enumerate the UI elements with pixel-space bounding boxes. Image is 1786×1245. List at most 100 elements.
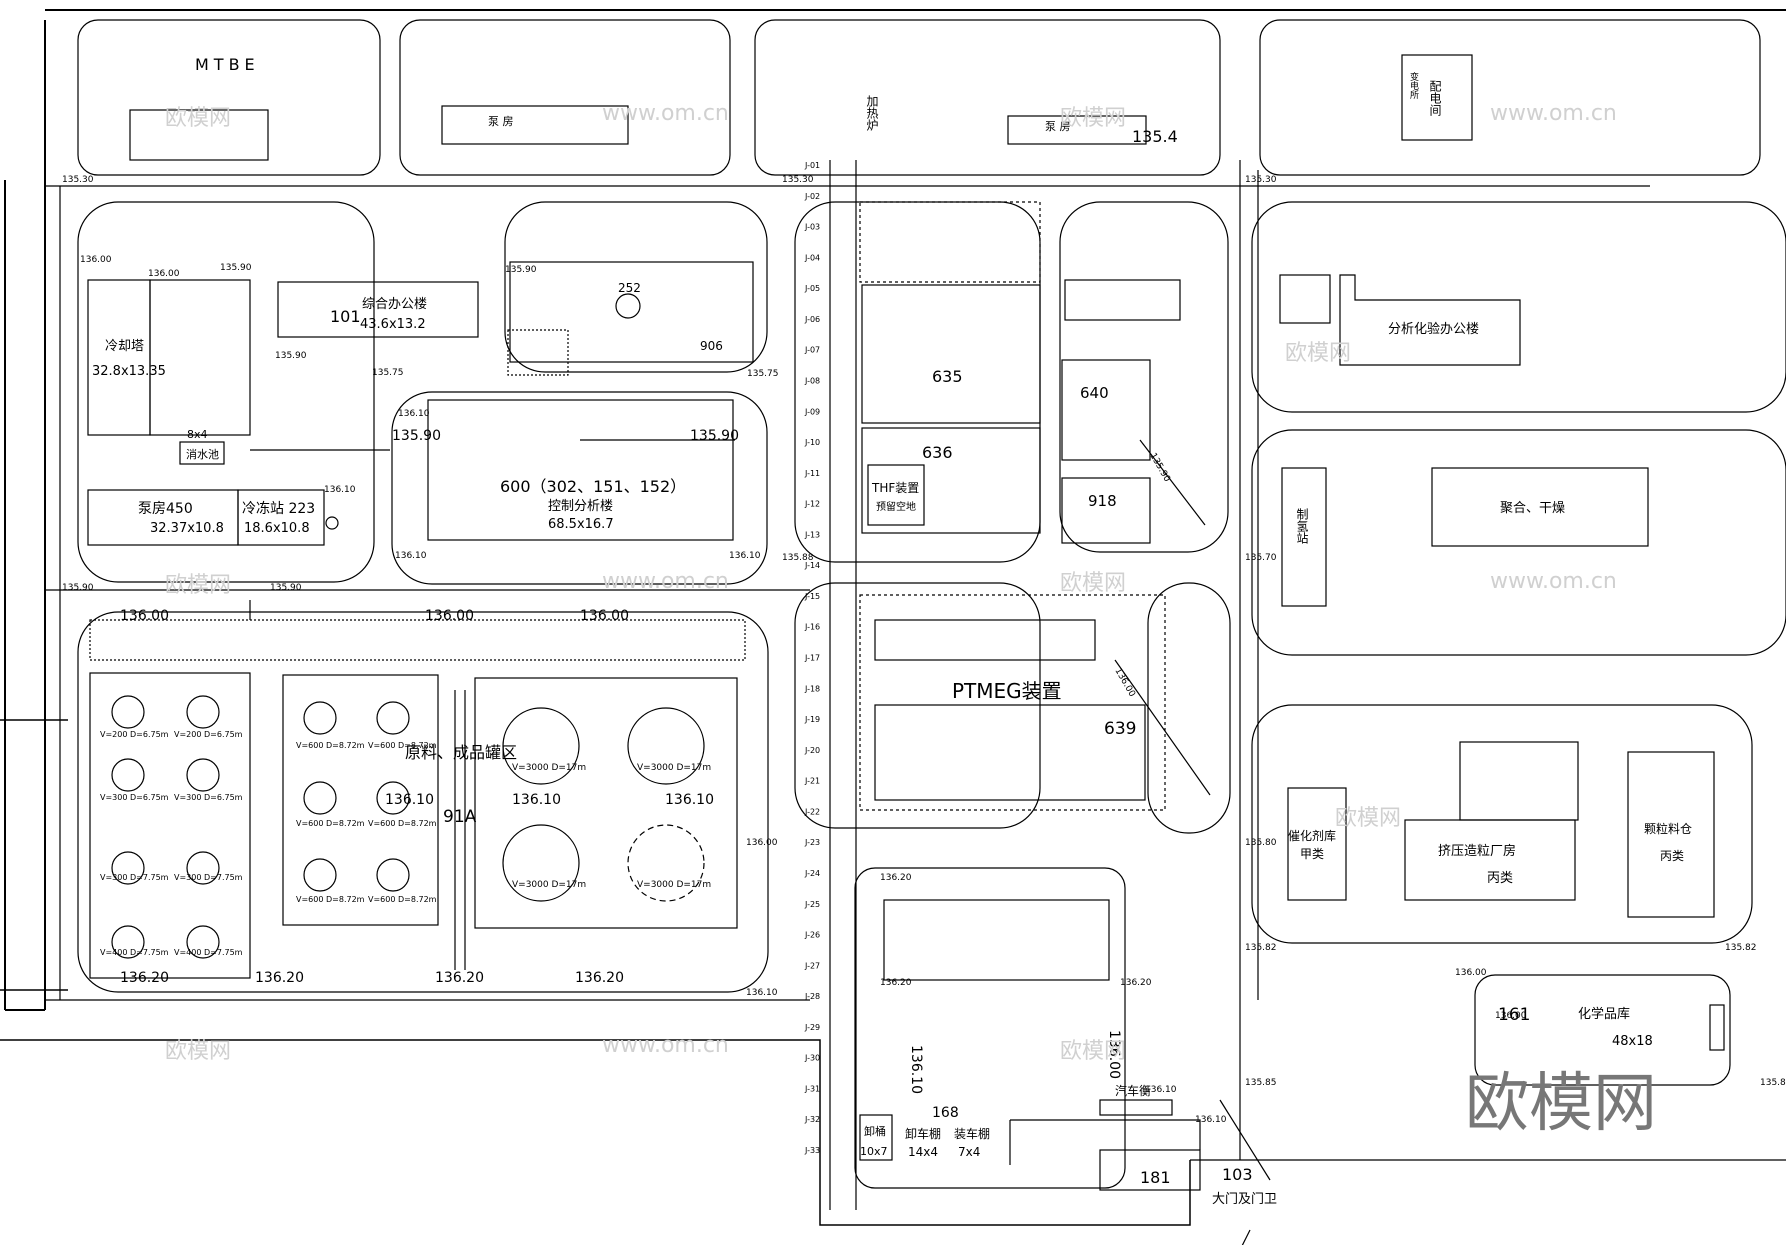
truck-scale-name: 汽车衡 — [1115, 1083, 1151, 1098]
control-600-id: 600（302、151、152） — [500, 477, 686, 496]
elev: 136.20 — [1120, 978, 1152, 988]
tank-farm-name: 原料、成品罐区 — [405, 743, 517, 762]
unit-636-id: 636 — [922, 443, 953, 462]
grid-label: J-16 — [804, 623, 820, 632]
elev: 136.00 — [120, 608, 169, 624]
unload-size: 10x7 — [860, 1145, 888, 1158]
catalyst-name: 催化剂库 — [1288, 828, 1336, 843]
pellet-cls: 丙类 — [1660, 849, 1684, 863]
unit-252-id: 252 — [618, 281, 641, 295]
elev: 135.90 — [1147, 452, 1172, 485]
unit-639-id: 639 — [1104, 719, 1136, 739]
watermark: 欧模网 — [1060, 571, 1126, 596]
gate-103-id: 103 — [1222, 1165, 1253, 1184]
grid-label: J-31 — [804, 1084, 820, 1093]
block-lab — [1251, 201, 1786, 413]
chem-161-size: 48x18 — [1612, 1034, 1653, 1049]
elev: 135.70 — [1245, 553, 1277, 563]
tank-big-2: V=3000 D=17m — [637, 763, 711, 773]
watermark-url: www.om.cn — [602, 1033, 729, 1058]
elev: 135.4 — [1132, 127, 1178, 146]
block-640 — [1059, 201, 1229, 553]
unit-181-id: 181 — [1140, 1168, 1171, 1187]
grid-label: J-14 — [804, 561, 820, 570]
block-hydrogen — [1251, 429, 1786, 656]
elev: 136.10 — [398, 409, 430, 419]
elev: 136.20 — [880, 978, 912, 988]
grid-label: J-20 — [804, 746, 820, 755]
block-tank-farm — [77, 611, 769, 993]
elev: 135.90 — [690, 428, 739, 444]
grid-label: J-10 — [804, 438, 820, 447]
tank-small-8: V=400 D=7.75m — [174, 948, 243, 957]
catalyst-cls: 甲类 — [1300, 847, 1324, 861]
block-635 — [794, 201, 1041, 563]
power-label: 配电间 — [1428, 80, 1442, 116]
elev: 136.10 — [746, 988, 778, 998]
elev: 135.75 — [747, 369, 779, 379]
unload-shed-size: 14x4 — [908, 1145, 938, 1159]
elev: 136.20 — [435, 970, 484, 986]
pool-label: 消水池 — [186, 447, 219, 461]
grid-label: J-12 — [804, 500, 820, 509]
grid-label: J-03 — [804, 223, 820, 232]
elev: 136.00 — [746, 838, 778, 848]
elev: 8x4 — [187, 428, 208, 441]
chem-161-id: 161 — [1498, 1005, 1530, 1025]
grid-label: J-32 — [804, 1115, 820, 1124]
pump-450-size: 32.37x10.8 — [150, 521, 224, 536]
elev: 136.10 — [395, 551, 427, 561]
tank-mid-3: V=600 D=8.72m — [296, 819, 365, 828]
tank-mid-5: V=600 D=8.72m — [296, 895, 365, 904]
elev: 136.20 — [575, 970, 624, 986]
elev: 136.20 — [255, 970, 304, 986]
grid-label: J-05 — [804, 284, 820, 293]
gate-103-name: 大门及门卫 — [1212, 1192, 1277, 1207]
grid-label: J-30 — [804, 1054, 820, 1063]
watermark: 欧模网 — [1335, 806, 1401, 831]
watermark-url: www.om.cn — [1490, 569, 1617, 594]
grid-label: J-02 — [804, 192, 820, 201]
grid-label: J-01 — [804, 161, 820, 170]
tank-small-1: V=200 D=6.75m — [100, 730, 169, 739]
elev: 135.85 — [1760, 1078, 1786, 1088]
block-furnace — [754, 19, 1221, 176]
unit-635-id: 635 — [932, 367, 963, 386]
pump-right-label: 泵 房 — [1045, 120, 1071, 133]
grid-label: J-24 — [804, 869, 820, 878]
elev: 136.10 — [385, 792, 434, 808]
thf-sub: 预留空地 — [876, 500, 916, 513]
grid-label: J-21 — [804, 777, 820, 786]
elev: 136.00 — [1495, 1011, 1527, 1021]
pump-450-name: 泵房450 — [138, 501, 193, 517]
elev: 135.30 — [62, 175, 94, 185]
pellet-name: 颗粒料仓 — [1644, 821, 1692, 836]
cooling-size: 32.8x13.35 — [92, 364, 166, 379]
load-shed-name: 装车棚 — [954, 1126, 990, 1141]
tank-small-3: V=300 D=6.75m — [100, 793, 169, 802]
elev: 135.88 — [782, 553, 814, 563]
elev: 136.10 — [729, 551, 761, 561]
thf-name: THF装置 — [871, 481, 919, 495]
grid-label: J-07 — [804, 346, 820, 355]
grid-label: J-22 — [804, 807, 820, 816]
grid-label: J-09 — [804, 407, 820, 416]
grid-label: J-08 — [804, 377, 820, 386]
elev: 135.90 — [270, 583, 302, 593]
grid-label: J-26 — [804, 931, 820, 940]
grid-label: J-04 — [804, 253, 820, 262]
extrusion-cls: 丙类 — [1487, 871, 1513, 886]
elev: 136.10 — [908, 1045, 924, 1094]
elev: 135.82 — [1245, 943, 1277, 953]
tank-small-7: V=400 D=7.75m — [100, 948, 169, 957]
tank-mid-6: V=600 D=8.72m — [368, 895, 437, 904]
tank-farm-id: 91A — [443, 807, 477, 827]
tank-small-6: V=300 D=7.75m — [174, 873, 243, 882]
watermark: 欧模网 — [165, 106, 231, 131]
tank-mid-2: V=600 D=8.72m — [368, 741, 437, 750]
chem-161-name: 化学品库 — [1578, 1006, 1630, 1022]
office-101-name: 综合办公楼 — [362, 297, 427, 312]
lab-name: 分析化验办公楼 — [1388, 321, 1479, 337]
tank-mid-4: V=600 D=8.72m — [368, 819, 437, 828]
